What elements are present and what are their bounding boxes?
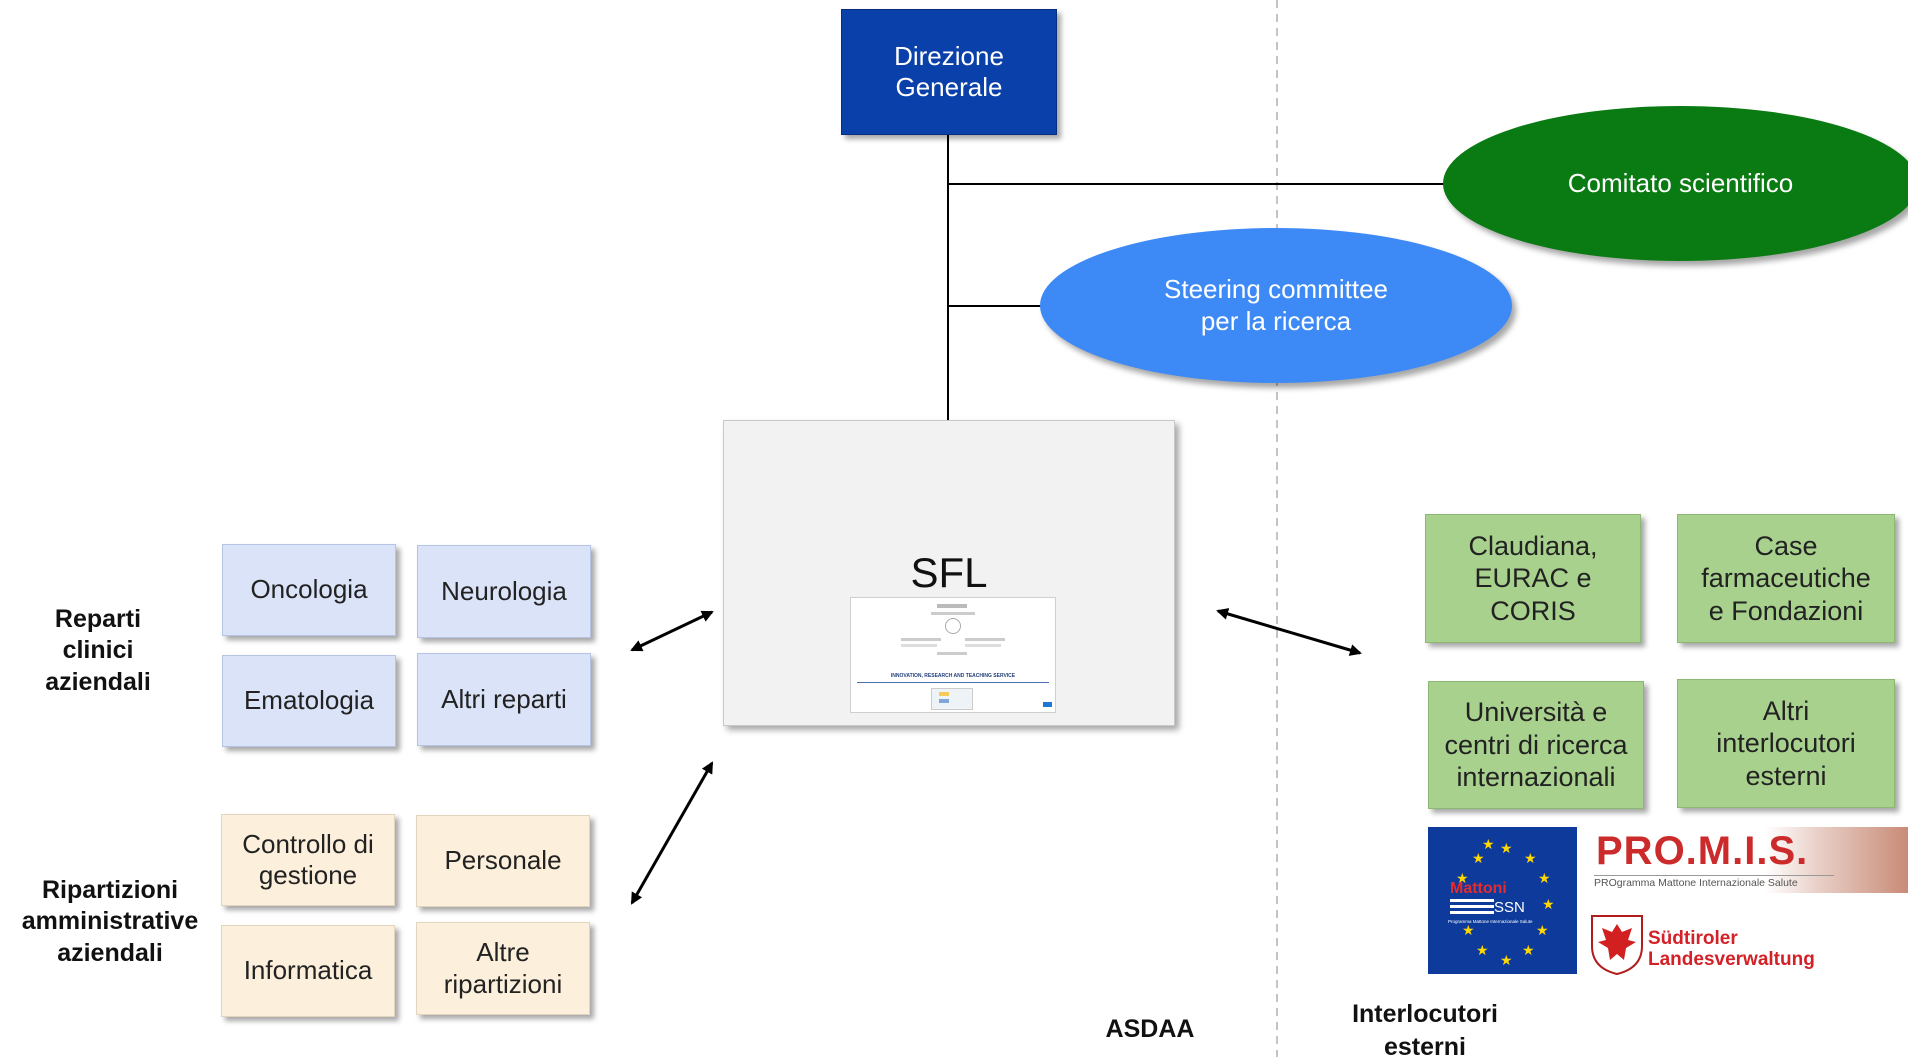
- mattoni-ssn-logo: ★★★ ★★★ ★★★ ★★★ Mattoni SSN Programma Ma…: [1428, 827, 1577, 974]
- svg-text:★: ★: [1524, 851, 1537, 867]
- clinical-item-label: Neurologia: [441, 575, 567, 606]
- external-item-case-farmaceutiche: Case farmaceutiche e Fondazioni: [1677, 514, 1895, 643]
- sudtirol-eagle-icon: [1588, 912, 1646, 976]
- direzione-generale-label: Direzione Generale: [894, 40, 1004, 102]
- admin-group-label: Ripartizioni amministrative aziendali: [21, 876, 199, 967]
- clinical-group-label: Reparti clinici aziendali: [45, 605, 151, 696]
- external-item-label: Claudiana, EURAC e CORIS: [1468, 530, 1598, 626]
- admin-item-label: Informatica: [243, 955, 373, 986]
- svg-text:★: ★: [1482, 837, 1495, 853]
- admin-item-informatica: Informatica: [221, 925, 395, 1017]
- admin-item-label: Altre ripartizioni: [443, 937, 563, 999]
- admin-item-label: Controllo di gestione: [242, 828, 374, 890]
- external-item-label: Altri interlocutori esterni: [1716, 695, 1856, 791]
- external-item-label: Università e centri di ricerca internazi…: [1444, 697, 1628, 793]
- svg-text:★: ★: [1542, 897, 1555, 913]
- mattoni-title: Mattoni: [1450, 880, 1507, 897]
- external-item-universita: Università e centri di ricerca internazi…: [1428, 681, 1644, 809]
- svg-text:★: ★: [1476, 943, 1489, 959]
- external-item-claudiana: Claudiana, EURAC e CORIS: [1425, 514, 1641, 643]
- asdaa-label: ASDAA: [1105, 1015, 1195, 1043]
- sfl-box: SFL INNOVATION, RESEARCH AND TEACHING SE…: [723, 420, 1175, 726]
- promis-subtitle: PROgramma Mattone Internazionale Salute: [1594, 877, 1798, 889]
- svg-text:★: ★: [1522, 943, 1535, 959]
- clinical-item-label: Oncologia: [250, 574, 368, 605]
- sfl-title: SFL: [910, 549, 988, 596]
- arrow-external: [1216, 608, 1362, 656]
- clinical-item-altri-reparti: Altri reparti: [417, 653, 591, 746]
- clinical-item-oncologia: Oncologia: [222, 544, 396, 636]
- svg-text:★: ★: [1472, 851, 1485, 867]
- external-item-label: Case farmaceutiche e Fondazioni: [1701, 530, 1871, 626]
- sudtirol-line1: Südtiroler: [1648, 928, 1738, 949]
- eu-stars-icon: ★★★ ★★★ ★★★ ★★★: [1456, 837, 1555, 969]
- clinical-item-neurologia: Neurologia: [417, 545, 591, 638]
- svg-text:★: ★: [1500, 953, 1513, 969]
- admin-item-altre-ripartizioni: Altre ripartizioni: [416, 922, 590, 1015]
- admin-item-controllo-gestione: Controllo di gestione: [221, 814, 395, 906]
- promis-title: PRO.M.I.S.: [1596, 829, 1809, 873]
- sudtirol-label: Südtiroler Landesverwaltung: [1648, 928, 1815, 971]
- svg-text:★: ★: [1462, 923, 1475, 939]
- svg-text:★: ★: [1456, 871, 1469, 887]
- arrow-clinical: [630, 610, 714, 652]
- steering-committee-ellipse: Steering committee per la ricerca: [1040, 228, 1512, 383]
- svg-text:★: ★: [1500, 841, 1513, 857]
- clinical-item-label: Ematologia: [243, 685, 375, 716]
- interlocutori-esterni-label: Interlocutori esterni: [1352, 1000, 1498, 1061]
- comitato-scientifico-ellipse: Comitato scientifico: [1443, 106, 1908, 261]
- admin-item-personale: Personale: [416, 815, 590, 907]
- direzione-generale-box: Direzione Generale: [841, 9, 1057, 135]
- admin-item-label: Personale: [444, 845, 562, 876]
- comitato-scientifico-label: Comitato scientifico: [1567, 167, 1794, 198]
- svg-text:★: ★: [1536, 923, 1549, 939]
- clinical-item-ematologia: Ematologia: [222, 655, 396, 747]
- promis-logo: PRO.M.I.S. PROgramma Mattone Internazion…: [1590, 827, 1908, 893]
- sfl-thumbnail-caption: INNOVATION, RESEARCH AND TEACHING SERVIC…: [890, 673, 1016, 679]
- svg-text:★: ★: [1538, 871, 1551, 887]
- sudtirol-line2: Landesverwaltung: [1648, 948, 1815, 970]
- external-item-altri-interlocutori: Altri interlocutori esterni: [1677, 679, 1895, 808]
- arrow-admin: [630, 761, 714, 905]
- steering-committee-label: Steering committee per la ricerca: [1164, 274, 1388, 336]
- clinical-item-label: Altri reparti: [441, 683, 567, 714]
- sfl-document-thumbnail: INNOVATION, RESEARCH AND TEACHING SERVIC…: [850, 597, 1056, 713]
- mattoni-ssn: SSN: [1494, 899, 1525, 916]
- mattoni-subtitle: Programma Mattone Internazionale Salute: [1448, 919, 1533, 924]
